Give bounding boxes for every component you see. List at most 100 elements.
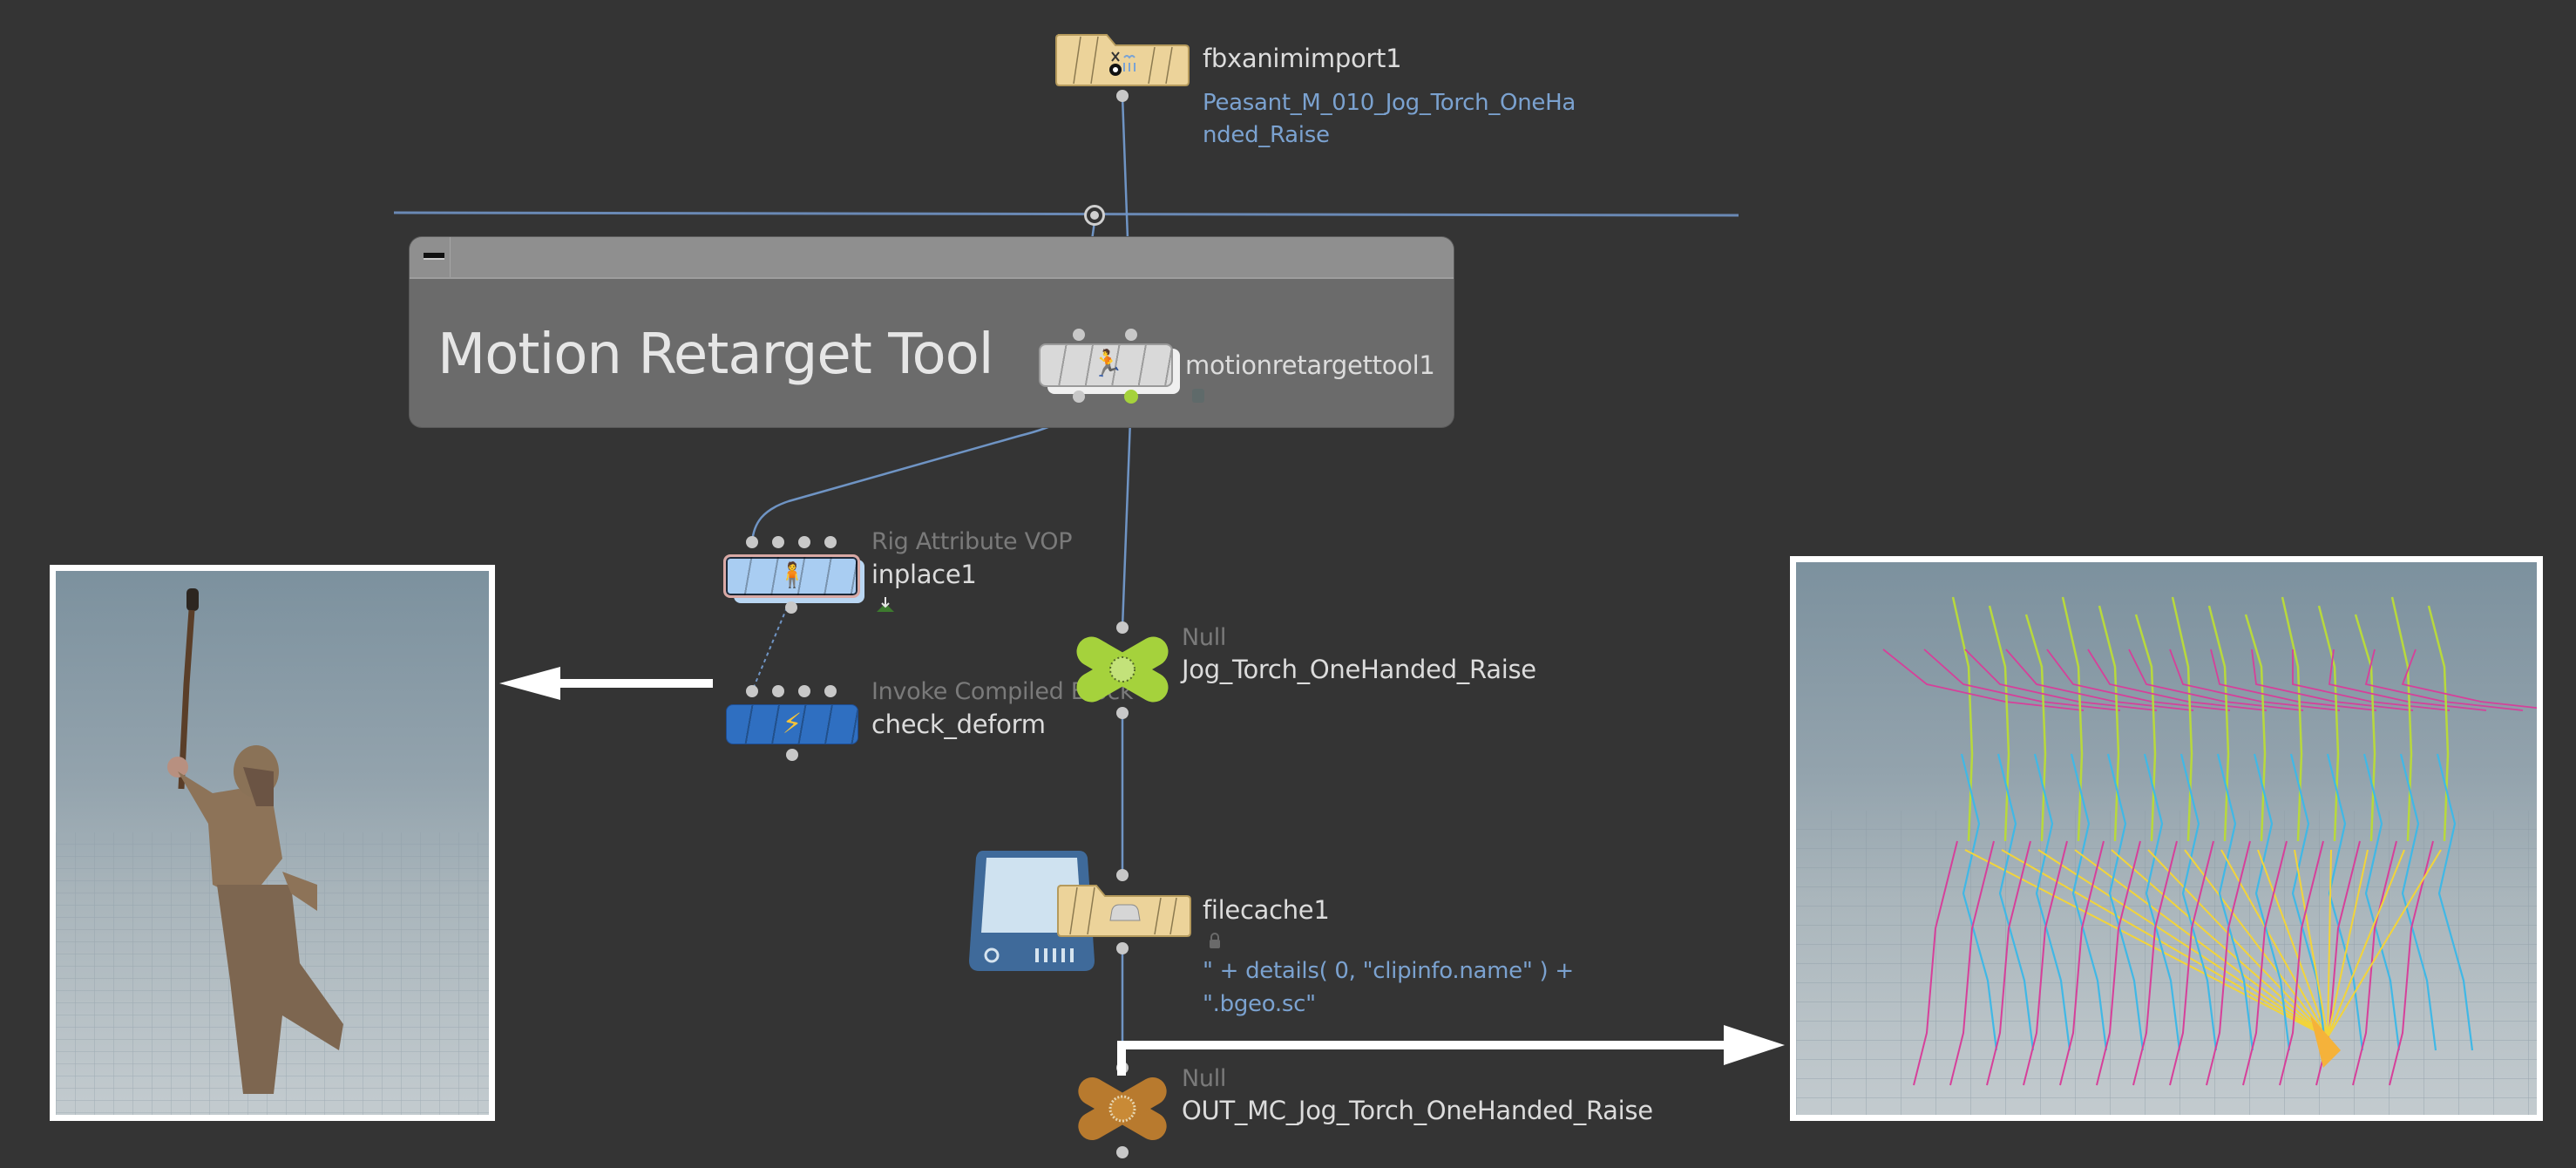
node-jog-null[interactable] <box>1072 634 1173 705</box>
trail-stroke <box>2143 753 2181 1051</box>
minus-icon[interactable] <box>424 253 444 260</box>
trail-stroke <box>2179 753 2218 1051</box>
node-input-dot[interactable] <box>1125 329 1137 341</box>
trail-stroke <box>2132 840 2178 1086</box>
node-name-filecache: filecache1 <box>1203 895 1330 925</box>
node-comment-fbxanimimport-2: nded_Raise <box>1203 122 1330 148</box>
node-input-dot[interactable] <box>1073 329 1085 341</box>
node-output-dot[interactable] <box>786 749 798 761</box>
network-box[interactable]: Motion Retarget Tool <box>410 237 1454 427</box>
node-output-dot[interactable] <box>1073 390 1085 403</box>
trail-stroke <box>2171 596 2193 842</box>
rig-attribute-vop-icon: 🧍 <box>776 560 808 589</box>
trail-stroke <box>2061 596 2084 842</box>
node-input-dot[interactable] <box>772 685 784 697</box>
node-input-dot[interactable] <box>824 685 837 697</box>
node-name-inplace: inplace1 <box>871 560 977 589</box>
node-comment-filecache-2: ".bgeo.sc" <box>1203 991 1316 1017</box>
trail-stroke <box>1964 849 2329 1038</box>
lightning-icon: ⚡ <box>782 707 803 740</box>
subnet-input-indicator[interactable] <box>1084 205 1105 226</box>
trail-stroke <box>2352 840 2397 1086</box>
trail-stroke <box>2364 649 2524 711</box>
trail-stroke <box>2242 840 2288 1086</box>
wire-retarget-to-null <box>1121 396 1133 628</box>
trail-stroke <box>2059 840 2105 1086</box>
lock-icon <box>1192 389 1204 403</box>
trail-stroke <box>1923 649 2121 711</box>
trail-stroke <box>1951 596 1974 842</box>
motion-trail-lines <box>1882 596 2537 1086</box>
node-check-deform[interactable]: ⚡ <box>726 704 858 744</box>
node-input-dot[interactable] <box>1116 621 1129 634</box>
node-output-dot-active[interactable] <box>1124 390 1138 404</box>
null-cross-icon <box>1076 636 1169 703</box>
node-motionretargettool[interactable]: 🏃 <box>1039 343 1173 387</box>
node-output-dot[interactable] <box>1116 90 1129 102</box>
node-comment-filecache-1: " + details( 0, "clipinfo.name" ) + <box>1203 958 1574 984</box>
node-name-check-deform: check_deform <box>871 710 1046 739</box>
node-inplace[interactable]: 🧍 <box>723 554 860 598</box>
node-out-null[interactable] <box>1072 1074 1173 1144</box>
trail-stroke <box>2134 614 2157 842</box>
motion-trail-preview <box>1796 562 2537 1115</box>
node-type-jog-null: Null <box>1182 624 1227 651</box>
trail-stroke <box>2128 649 2304 711</box>
node-output-dot[interactable] <box>785 601 797 614</box>
character-preview <box>56 571 489 1115</box>
trail-stroke <box>2327 849 2332 1038</box>
trail-stroke <box>2327 849 2442 1038</box>
header-separator <box>450 237 451 277</box>
node-input-dot[interactable] <box>824 536 837 548</box>
node-output-dot[interactable] <box>1116 1146 1129 1158</box>
node-type-out-null: Null <box>1182 1065 1227 1092</box>
trail-stroke <box>2206 840 2251 1086</box>
trail-stroke <box>2436 753 2474 1051</box>
trail-stroke <box>2244 614 2267 842</box>
lock-icon <box>1208 933 1222 948</box>
trail-stroke <box>2427 605 2450 842</box>
arrow-head-right-icon <box>1724 1025 1785 1065</box>
node-name-motionretargettool: motionretargettool1 <box>1185 350 1435 380</box>
node-input-dot[interactable] <box>746 536 758 548</box>
trail-stroke <box>2023 840 2068 1086</box>
fbx-import-icon <box>1107 49 1140 78</box>
trail-stroke <box>2024 614 2047 842</box>
node-input-dot[interactable] <box>772 536 784 548</box>
trail-stroke <box>2169 840 2214 1086</box>
node-fbxanimimport[interactable] <box>1054 33 1190 87</box>
trail-stroke <box>2253 753 2291 1051</box>
trail-stroke <box>2326 753 2364 1051</box>
trail-stroke <box>2390 596 2413 842</box>
wire-inplace-to-checkdeform <box>751 607 788 692</box>
trail-stroke <box>2354 614 2376 842</box>
node-input-dot[interactable] <box>798 685 810 697</box>
trail-stroke <box>2389 840 2434 1086</box>
trail-stroke <box>2216 753 2254 1051</box>
node-input-dot[interactable] <box>798 536 810 548</box>
trail-stroke <box>2096 840 2141 1086</box>
trail-stroke <box>2033 753 2071 1051</box>
trail-stroke <box>2005 649 2194 711</box>
trail-stroke <box>2257 849 2329 1038</box>
motion-trail-preview-panel <box>1790 556 2543 1121</box>
node-input-dot[interactable] <box>1116 869 1129 881</box>
download-icon <box>875 596 896 614</box>
trail-stroke <box>2281 596 2303 842</box>
arrow-head-left-icon <box>499 667 560 700</box>
folder-node-shape <box>1057 885 1191 937</box>
trail-stroke <box>2327 849 2405 1038</box>
node-name-out-null: OUT_MC_Jog_Torch_OneHanded_Raise <box>1182 1096 1653 1125</box>
trail-stroke <box>2220 849 2329 1038</box>
node-output-dot[interactable] <box>1116 707 1129 719</box>
network-box-header[interactable] <box>410 237 1454 279</box>
node-input-dot[interactable] <box>746 685 758 697</box>
trail-stroke <box>2210 649 2377 711</box>
trail-stroke <box>2070 753 2108 1051</box>
node-filecache[interactable] <box>1056 884 1192 938</box>
trail-stroke <box>1996 753 2035 1051</box>
trail-stroke <box>2317 605 2340 842</box>
trail-stroke <box>2001 849 2329 1038</box>
trail-stroke <box>2279 840 2324 1086</box>
node-output-dot[interactable] <box>1116 942 1129 954</box>
